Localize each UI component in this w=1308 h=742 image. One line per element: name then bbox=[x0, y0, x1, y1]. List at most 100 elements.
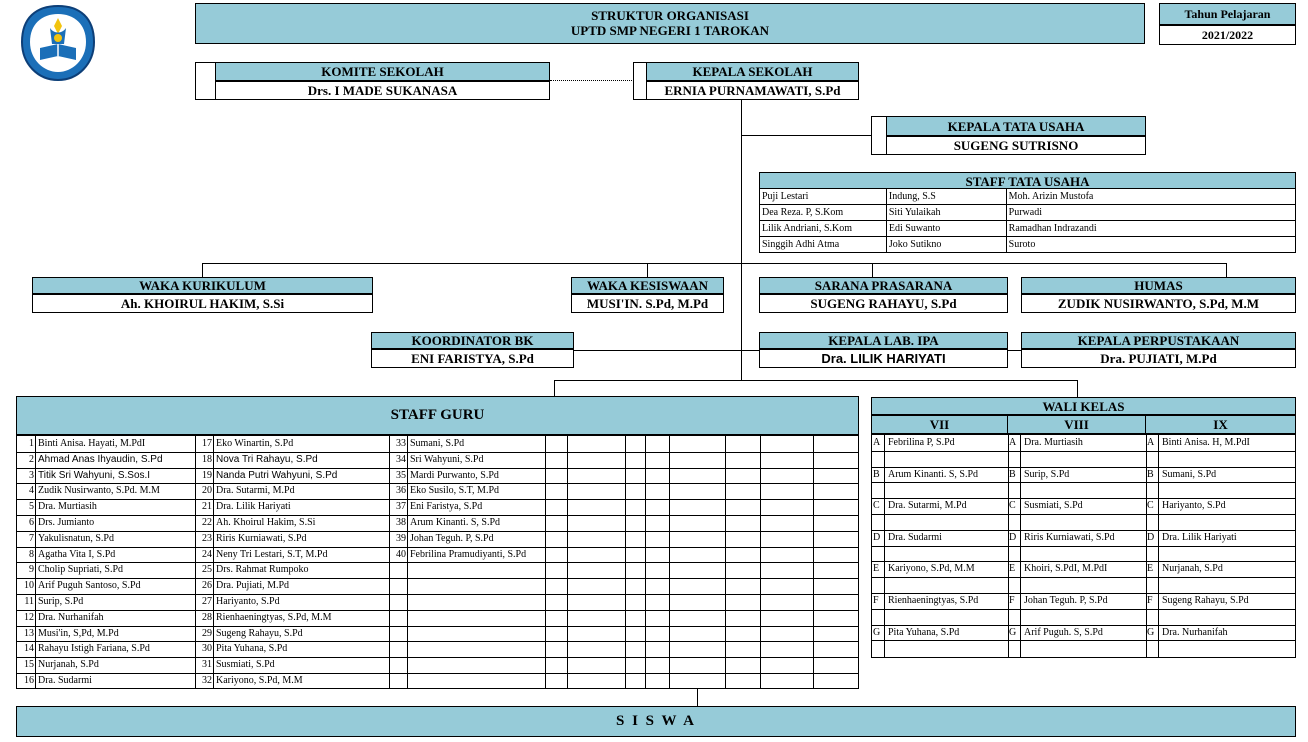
guru-number: 3 bbox=[29, 469, 34, 481]
guru-number: 17 bbox=[202, 438, 212, 449]
wali-row-divider bbox=[872, 514, 1295, 515]
waka-kurikulum-name: Ah. KHOIRUL HAKIM, S.Si bbox=[32, 294, 373, 313]
guru-name: Ahmad Anas Ihyaudin, S.Pd bbox=[38, 453, 163, 465]
waka-kesiswaan-title: WAKA KESISWAAN bbox=[571, 277, 724, 294]
guru-col-divider bbox=[545, 436, 546, 688]
guru-name: Eko Susilo, S.T, M.Pd bbox=[410, 485, 499, 497]
staff-tu-name: Edi Suwanto bbox=[885, 220, 1007, 237]
guru-row-divider bbox=[17, 562, 858, 564]
guru-name: Agatha Vita I, S.Pd bbox=[38, 548, 116, 560]
guru-name: Susmiati, S.Pd bbox=[216, 659, 275, 671]
guru-number: 10 bbox=[24, 580, 34, 592]
wali-class-letter: B bbox=[873, 468, 880, 480]
guru-row-divider bbox=[17, 483, 858, 485]
wali-class-letter: G bbox=[1009, 626, 1017, 638]
year-value: 2021/2022 bbox=[1159, 25, 1296, 45]
wali-teacher-name: Binti Anisa. H, M.PdI bbox=[1162, 437, 1250, 448]
kepala-title: KEPALA SEKOLAH bbox=[646, 62, 859, 81]
guru-number: 19 bbox=[202, 469, 212, 481]
sarana-title: SARANA PRASARANA bbox=[759, 277, 1008, 294]
year-label: Tahun Pelajaran bbox=[1159, 3, 1296, 25]
humas-title: HUMAS bbox=[1021, 277, 1296, 294]
guru-number: 30 bbox=[202, 643, 212, 655]
guru-row-divider bbox=[17, 451, 858, 453]
guru-name: Sugeng Rahayu, S.Pd bbox=[216, 627, 303, 639]
guru-name: Johan Teguh. P, S.Pd bbox=[410, 532, 494, 544]
guru-name: Dra. Nurhanifah bbox=[38, 611, 104, 623]
siswa-box: S I S W A bbox=[16, 706, 1296, 737]
guru-number: 29 bbox=[202, 627, 212, 639]
guru-number: 8 bbox=[29, 548, 34, 560]
wali-letter-divider bbox=[884, 435, 885, 657]
guru-name: Nova Tri Rahayu, S.Pd bbox=[216, 453, 318, 465]
page-subtitle: UPTD SMP NEGERI 1 TAROKAN bbox=[570, 23, 770, 38]
guru-row-divider bbox=[17, 673, 858, 674]
staff-tu-name: Suroto bbox=[1005, 236, 1297, 253]
guru-name: Eni Faristya, S.Pd bbox=[410, 501, 483, 513]
wali-row-divider bbox=[872, 593, 1295, 594]
wali-teacher-name: Dra. Nurhanifah bbox=[1162, 626, 1228, 638]
guru-number: 14 bbox=[24, 643, 34, 655]
staff-tu-name: Moh. Arizin Mustofa bbox=[1005, 188, 1297, 205]
guru-row-divider bbox=[17, 641, 858, 643]
wali-class-letter: D bbox=[873, 531, 881, 543]
wali-row-divider bbox=[872, 529, 1295, 531]
guru-col-divider bbox=[725, 436, 726, 688]
wali-teacher-name: Dra. Sudarmi bbox=[888, 531, 942, 543]
wali-row-divider bbox=[872, 608, 1295, 610]
wali-teacher-name: Pita Yuhana, S.Pd bbox=[888, 626, 960, 638]
guru-col-divider bbox=[645, 436, 646, 688]
perpus-title: KEPALA PERPUSTAKAAN bbox=[1021, 332, 1296, 349]
guru-number: 11 bbox=[24, 596, 34, 607]
guru-wali-connector bbox=[554, 380, 1078, 381]
guru-number: 28 bbox=[202, 611, 212, 623]
page-title-box: STRUKTUR ORGANISASI UPTD SMP NEGERI 1 TA… bbox=[195, 3, 1145, 44]
wali-teacher-name: Nurjanah, S.Pd bbox=[1162, 563, 1223, 575]
guru-name: Kariyono, S.Pd, M.M bbox=[216, 675, 303, 686]
guru-name: Rienhaeningtyas, S.Pd, M.M bbox=[216, 611, 332, 623]
guru-name: Binti Anisa. Hayati, M.PdI bbox=[38, 438, 146, 449]
guru-number: 24 bbox=[202, 548, 212, 560]
wali-class-letter: C bbox=[1147, 500, 1154, 512]
wali-class-letter: D bbox=[1009, 531, 1017, 543]
guru-number: 18 bbox=[202, 453, 212, 465]
wali-row-divider bbox=[872, 561, 1295, 563]
staff-tu-name: Lilik Andriani, S.Kom bbox=[759, 220, 887, 237]
wali-teacher-name: Surip, S.Pd bbox=[1024, 468, 1070, 480]
guru-number: 7 bbox=[29, 532, 34, 544]
guru-name: Nanda Putri Wahyuni, S.Pd bbox=[216, 469, 338, 481]
siswa-connector bbox=[697, 689, 698, 707]
guru-col-divider bbox=[389, 436, 390, 688]
guru-name: Sumani, S.Pd bbox=[410, 438, 465, 449]
guru-name: Cholip Supriati, S.Pd bbox=[38, 564, 124, 576]
guru-number: 22 bbox=[202, 517, 212, 528]
guru-number: 38 bbox=[396, 517, 406, 528]
guru-name: Dra. Lilik Hariyati bbox=[216, 501, 291, 513]
guru-number: 32 bbox=[202, 675, 212, 686]
guru-name: Dra. Sudarmi bbox=[38, 675, 92, 686]
wali-class-letter: F bbox=[1009, 595, 1015, 606]
guru-col-divider bbox=[195, 436, 196, 688]
wali-class-letter: D bbox=[1147, 531, 1155, 543]
guru-name: Riris Kurniawati, S.Pd bbox=[216, 532, 307, 544]
guru-name: Febrilina Pramudiyanti, S.Pd bbox=[410, 548, 527, 560]
guru-number: 2 bbox=[29, 453, 34, 465]
wali-teacher-name: Khoiri, S.PdI, M.PdI bbox=[1024, 563, 1108, 575]
guru-name: Eko Winartin, S.Pd bbox=[216, 438, 294, 449]
sarana-drop bbox=[872, 263, 873, 277]
staff-tu-name: Dea Reza. P, S.Kom bbox=[759, 204, 887, 221]
wali-row-divider bbox=[872, 482, 1295, 484]
wali-teacher-name: Sumani, S.Pd bbox=[1162, 468, 1217, 480]
guru-number: 34 bbox=[396, 453, 406, 465]
guru-row-divider bbox=[17, 594, 858, 595]
guru-row-divider bbox=[17, 609, 858, 611]
ktu-name: SUGENG SUTRISNO bbox=[886, 136, 1146, 155]
guru-name: Yakulisnatun, S.Pd bbox=[38, 532, 114, 544]
guru-number: 12 bbox=[24, 611, 34, 623]
guru-number: 5 bbox=[29, 501, 34, 513]
wali-teacher-name: Dra. Murtiasih bbox=[1024, 437, 1083, 448]
